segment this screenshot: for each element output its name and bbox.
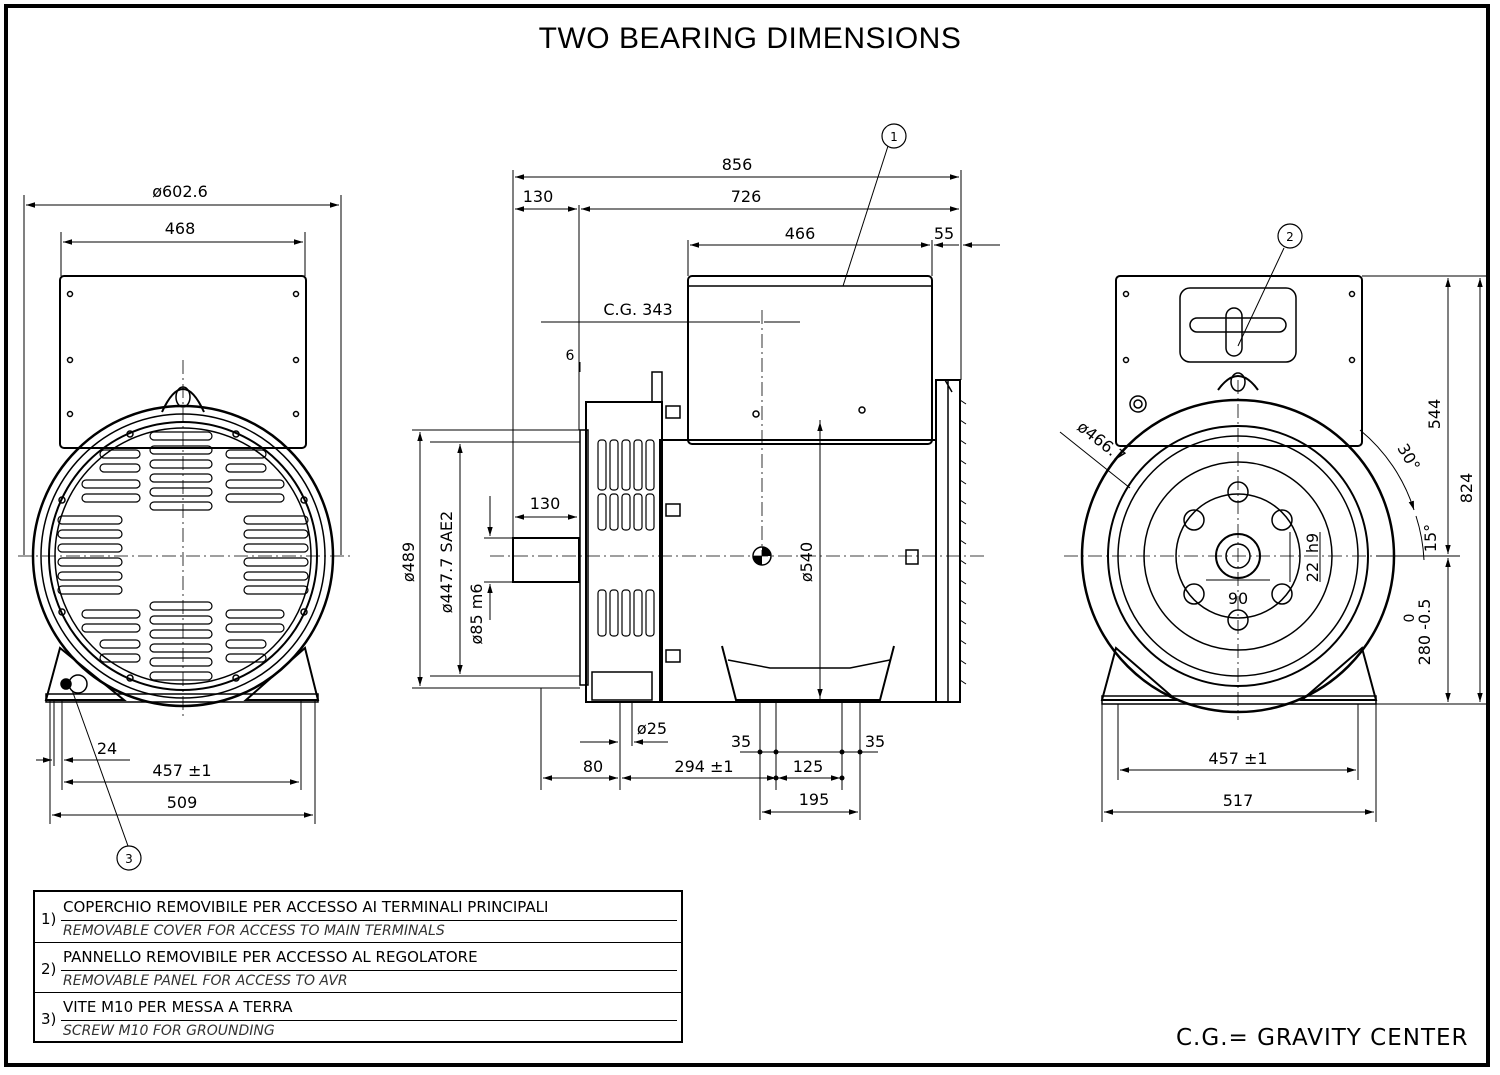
legend-number: 3)	[41, 1010, 57, 1028]
dim-side-130-shaft: 130	[530, 494, 561, 513]
legend-separator	[61, 970, 677, 971]
dim-side-55: 55	[934, 224, 954, 243]
dim-side-466: 466	[785, 224, 816, 243]
rear-view	[1059, 223, 1490, 822]
dim-rear-h9: h9	[1303, 533, 1322, 553]
legend-italian-text: VITE M10 PER MESSA A TERRA	[63, 998, 293, 1016]
dim-side-6: 6	[566, 348, 575, 364]
legend-row-2: 2) PANNELLO REMOVIBILE PER ACCESSO AL RE…	[35, 942, 681, 993]
dim-front-457: 457 ±1	[152, 761, 211, 780]
dim-side-195: 195	[799, 790, 830, 809]
legend-divider	[35, 992, 681, 993]
dim-front-468: 468	[165, 219, 196, 238]
dim-side-dia-447: ø447.7 SAE2	[437, 511, 456, 613]
dim-rear-824: 824	[1457, 473, 1476, 504]
dim-front-24: 24	[97, 739, 117, 758]
dim-side-125: 125	[793, 757, 824, 776]
dim-side-dia-85: ø85 m6	[467, 584, 486, 645]
legend-separator	[61, 920, 677, 921]
dim-front-509: 509	[167, 793, 198, 812]
dim-side-35-right: 35	[865, 732, 885, 751]
dim-rear-15deg: 15°	[1421, 524, 1440, 552]
legend-row-3: 3) VITE M10 PER MESSA A TERRA SCREW M10 …	[35, 992, 681, 1042]
legend-english-text: REMOVABLE COVER FOR ACCESS TO MAIN TERMI…	[63, 923, 445, 939]
legend-divider	[35, 942, 681, 943]
dim-rear-22: 22	[1303, 562, 1322, 582]
legend-number: 2)	[41, 960, 57, 978]
callout-3: 3	[125, 852, 133, 866]
legend-separator	[61, 1020, 677, 1021]
drawing-title: TWO BEARING DIMENSIONS	[538, 22, 962, 55]
dim-side-80: 80	[583, 757, 603, 776]
dim-side-35-left: 35	[731, 732, 751, 751]
dim-side-130-top: 130	[523, 187, 554, 206]
dim-rear-544: 544	[1425, 399, 1444, 430]
dim-side-dia-540: ø540	[797, 542, 816, 582]
callout-1: 1	[890, 130, 898, 144]
dim-rear-517: 517	[1223, 791, 1254, 810]
dim-side-726: 726	[731, 187, 762, 206]
front-view	[18, 195, 350, 871]
dim-rear-280: 280 -0.5	[1415, 599, 1434, 666]
dim-side-dia-25: ø25	[637, 719, 667, 738]
dim-front-dia-602: ø602.6	[152, 182, 208, 201]
gravity-center-note: C.G.= GRAVITY CENTER	[1176, 1025, 1469, 1051]
legend-number: 1)	[41, 910, 57, 928]
legend-table: 1) COPERCHIO REMOVIBILE PER ACCESSO AI T…	[33, 890, 683, 1043]
legend-italian-text: COPERCHIO REMOVIBILE PER ACCESSO AI TERM…	[63, 898, 549, 916]
dim-side-294: 294 ±1	[674, 757, 733, 776]
dim-side-dia-489: ø489	[399, 542, 418, 582]
legend-english-text: REMOVABLE PANEL FOR ACCESS TO AVR	[63, 973, 348, 989]
sheet-border	[4, 4, 1490, 1067]
legend-row-1: 1) COPERCHIO REMOVIBILE PER ACCESSO AI T…	[35, 892, 681, 943]
dim-rear-457: 457 ±1	[1208, 749, 1267, 768]
legend-english-text: SCREW M10 FOR GROUNDING	[63, 1023, 275, 1039]
dim-rear-dia-466: ø466.7	[1074, 417, 1130, 466]
dim-rear-30deg: 30°	[1393, 440, 1424, 474]
dim-rear-90: 90	[1228, 589, 1248, 608]
dim-side-856: 856	[722, 155, 753, 174]
callout-2: 2	[1286, 230, 1294, 244]
legend-italian-text: PANNELLO REMOVIBILE PER ACCESSO AL REGOL…	[63, 948, 478, 966]
dim-rear-tol-0: 0	[1402, 614, 1418, 623]
dim-side-cg: C.G. 343	[603, 300, 672, 319]
side-view	[412, 123, 1000, 820]
